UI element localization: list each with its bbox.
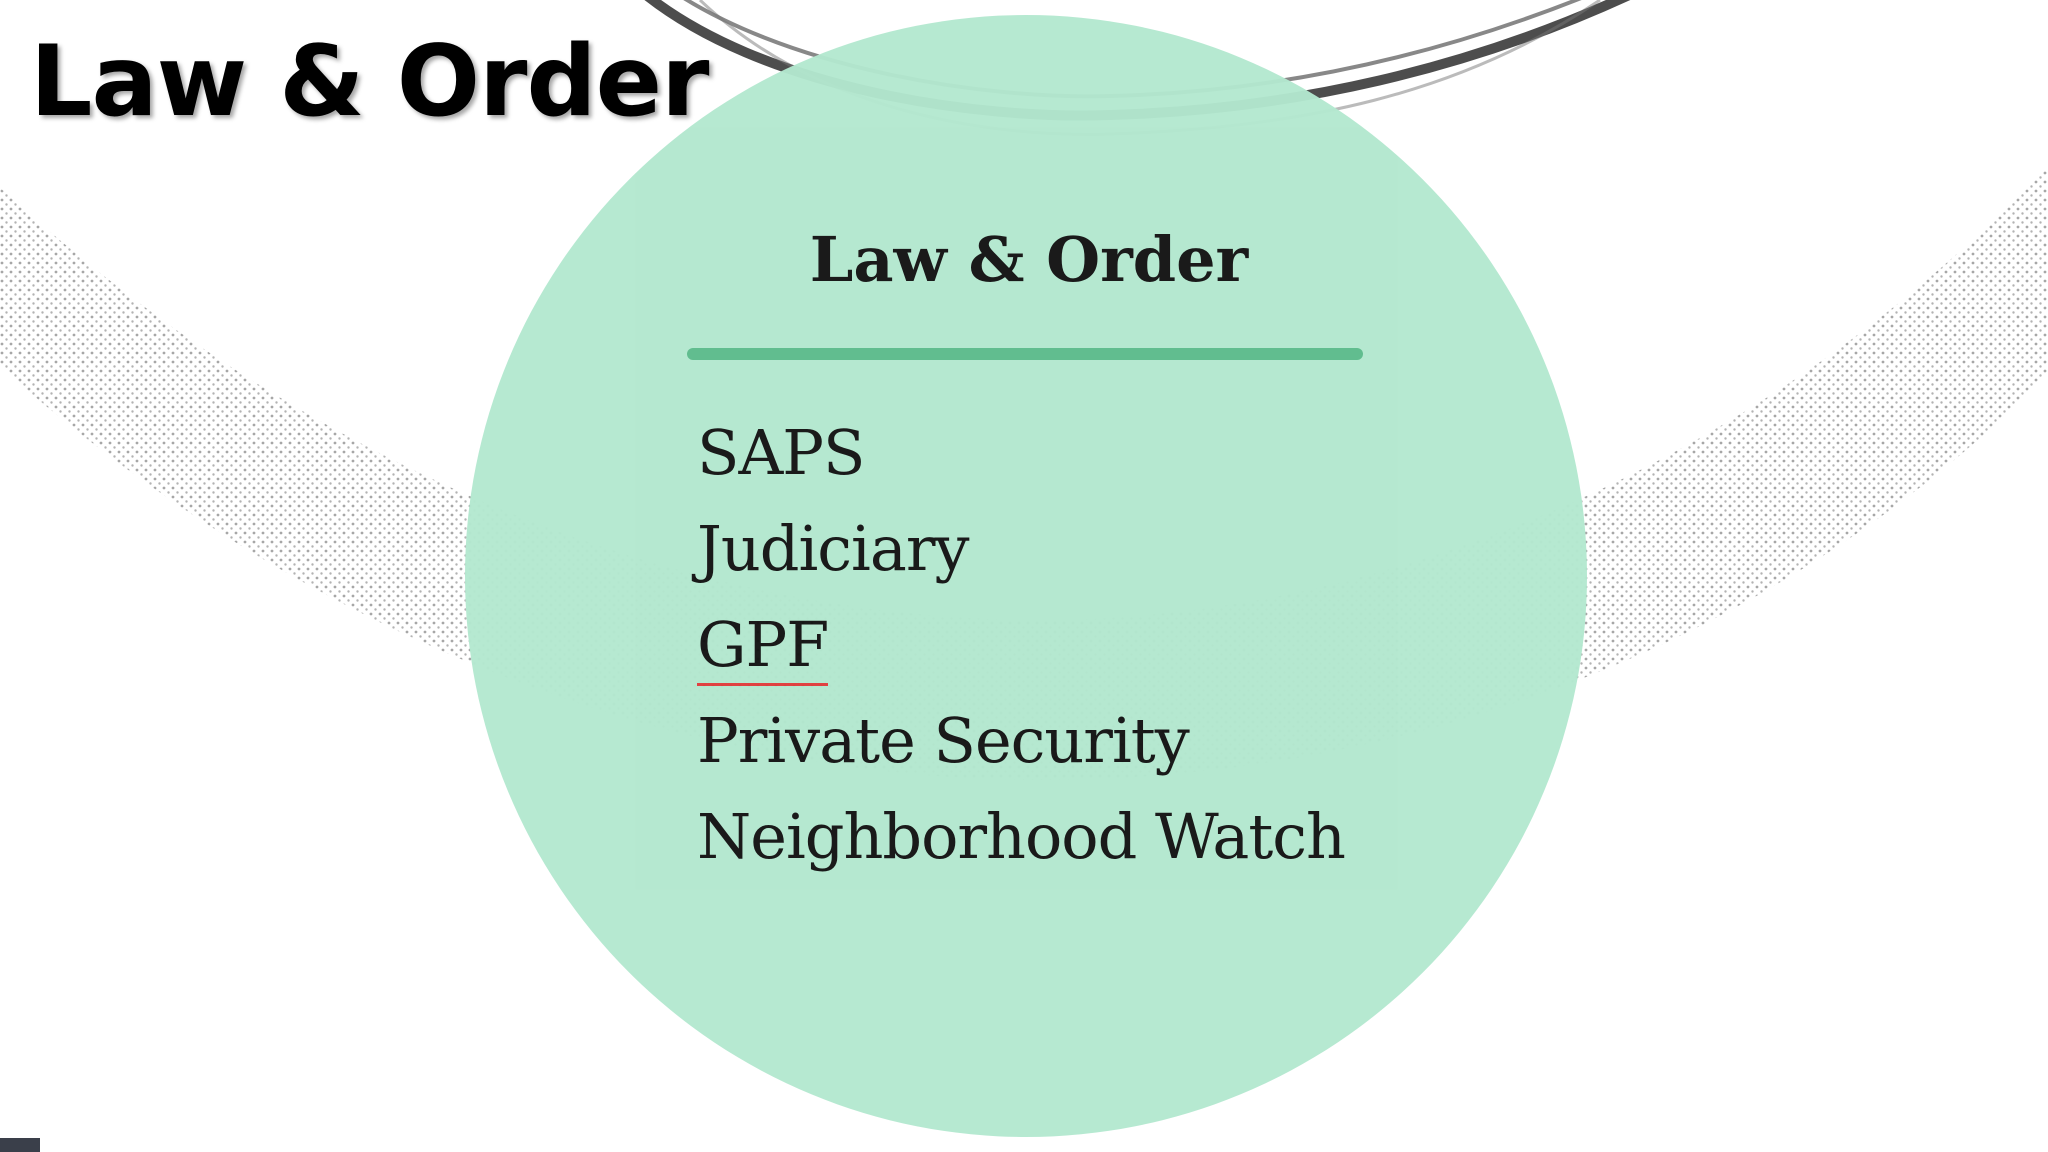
list-item-gpf: GPF <box>697 597 1345 693</box>
list-item-neighborhood-watch: Neighborhood Watch <box>697 800 1346 873</box>
list-item-saps: SAPS <box>697 416 865 489</box>
list-item-judiciary: Judiciary <box>697 512 969 585</box>
institution-list: SAPS Judiciary GPF Private Security Neig… <box>697 405 1346 885</box>
list-item-private-security: Private Security <box>697 704 1190 777</box>
corner-marker <box>0 1138 40 1152</box>
heading-divider <box>687 348 1363 360</box>
spellcheck-underlined-text: GPF <box>697 607 829 686</box>
green-circle-panel: Law & Order SAPS Judiciary GPF Private S… <box>465 15 1587 1137</box>
circle-heading: Law & Order <box>809 223 1249 296</box>
slide-title: Law & Order <box>30 25 709 139</box>
